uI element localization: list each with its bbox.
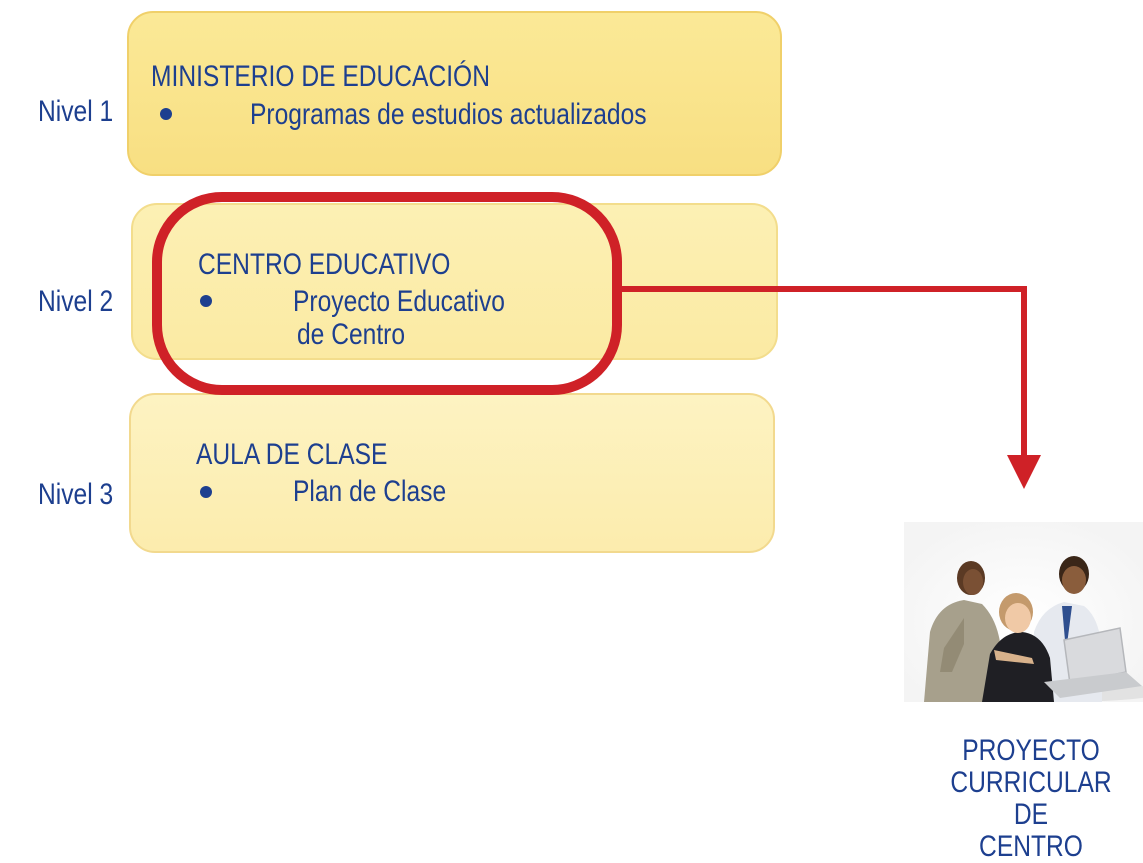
level-2-item-line-1: Proyecto Educativo — [293, 285, 505, 318]
level-3-label: Nivel 3 — [38, 478, 114, 511]
level-3-item: Plan de Clase — [293, 475, 447, 508]
level-2-title: CENTRO EDUCATIVO — [198, 248, 451, 281]
output-caption-line-1: PROYECTO — [962, 734, 1100, 767]
level-2-box — [131, 203, 778, 360]
output-caption-line-2: CURRICULAR DE — [950, 766, 1112, 831]
level-1-title: MINISTERIO DE EDUCACIÓN — [151, 60, 490, 93]
level-2-bullet — [200, 295, 212, 307]
level-2-label: Nivel 2 — [38, 285, 114, 318]
output-caption-line-3: CENTRO — [979, 830, 1083, 863]
people-at-laptop-photo — [904, 522, 1143, 702]
level-1-label: Nivel 1 — [38, 95, 114, 128]
output-caption: PROYECTO CURRICULAR DE CENTRO — [931, 735, 1131, 863]
level-1-item: Programas de estudios actualizados — [250, 98, 647, 131]
level-1-box — [127, 11, 782, 176]
level-3-box — [129, 393, 775, 553]
level-3-bullet — [200, 486, 212, 498]
level-1-bullet — [160, 108, 172, 120]
level-2-highlight-outline — [152, 192, 622, 395]
level-3-title: AULA DE CLASE — [196, 438, 388, 471]
level-2-item-line-2: de Centro — [297, 318, 406, 351]
